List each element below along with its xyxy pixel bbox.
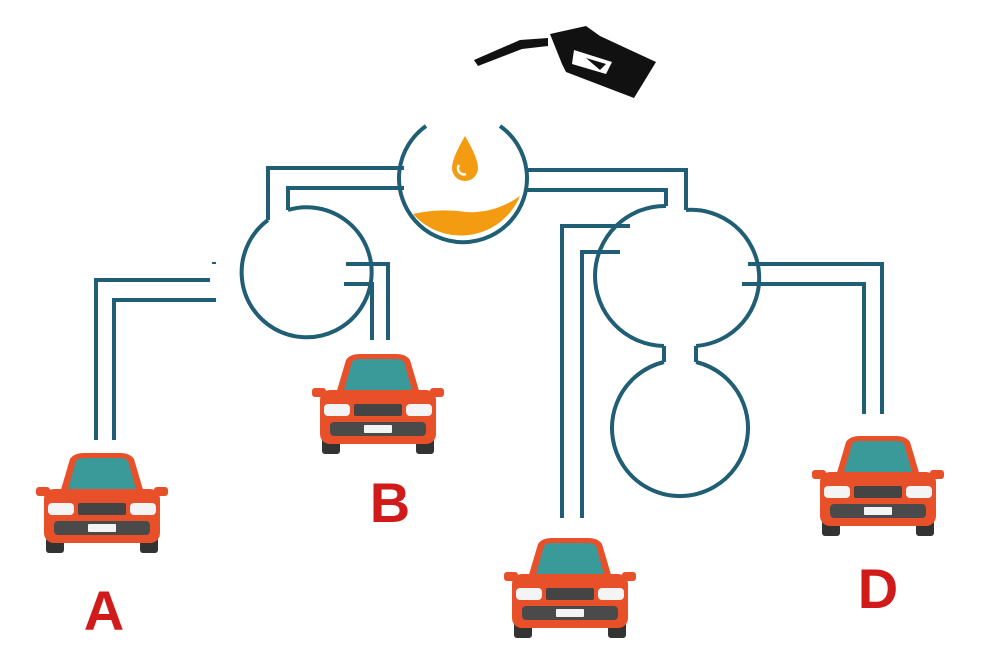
right-pipe-network xyxy=(527,168,884,518)
car-d-label: D xyxy=(858,557,898,620)
car-b-label: B xyxy=(370,471,410,534)
car-c-icon xyxy=(504,538,636,638)
car-b-icon xyxy=(312,354,444,454)
car-d-icon xyxy=(812,436,944,536)
car-a-icon xyxy=(36,453,168,553)
fuel-drop-icon xyxy=(452,136,478,181)
left-pipe-network xyxy=(94,166,404,440)
fuel-nozzle-icon xyxy=(474,26,656,98)
car-a-label: A xyxy=(84,579,124,642)
central-fuel-tank xyxy=(397,124,529,245)
